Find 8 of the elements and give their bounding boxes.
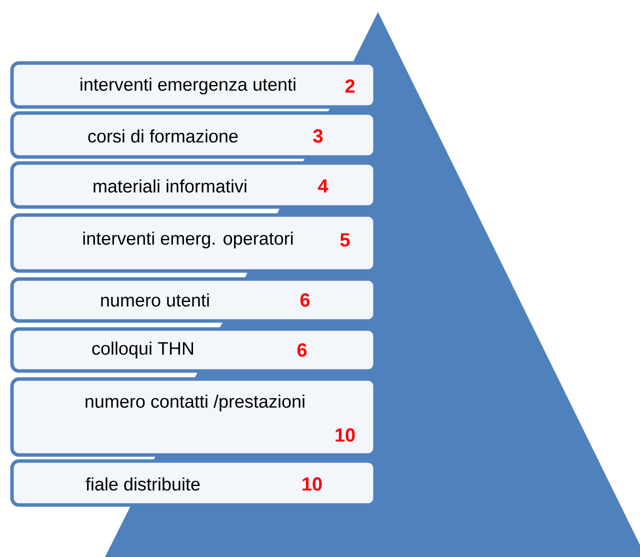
label-box: numero utenti 6	[10, 277, 377, 323]
label-box: interventi emerg. operatori 5	[10, 213, 377, 273]
label-box: corsi di formazione 3	[10, 111, 377, 159]
label-box: materiali informativi 4	[10, 161, 377, 209]
label-box: fiale distribuite 10	[10, 459, 377, 507]
label-box: numero contatti /prestazioni 10	[10, 377, 377, 457]
label-box: colloqui THN 6	[10, 327, 377, 373]
label-box: interventi emergenza utenti 2	[10, 61, 377, 109]
